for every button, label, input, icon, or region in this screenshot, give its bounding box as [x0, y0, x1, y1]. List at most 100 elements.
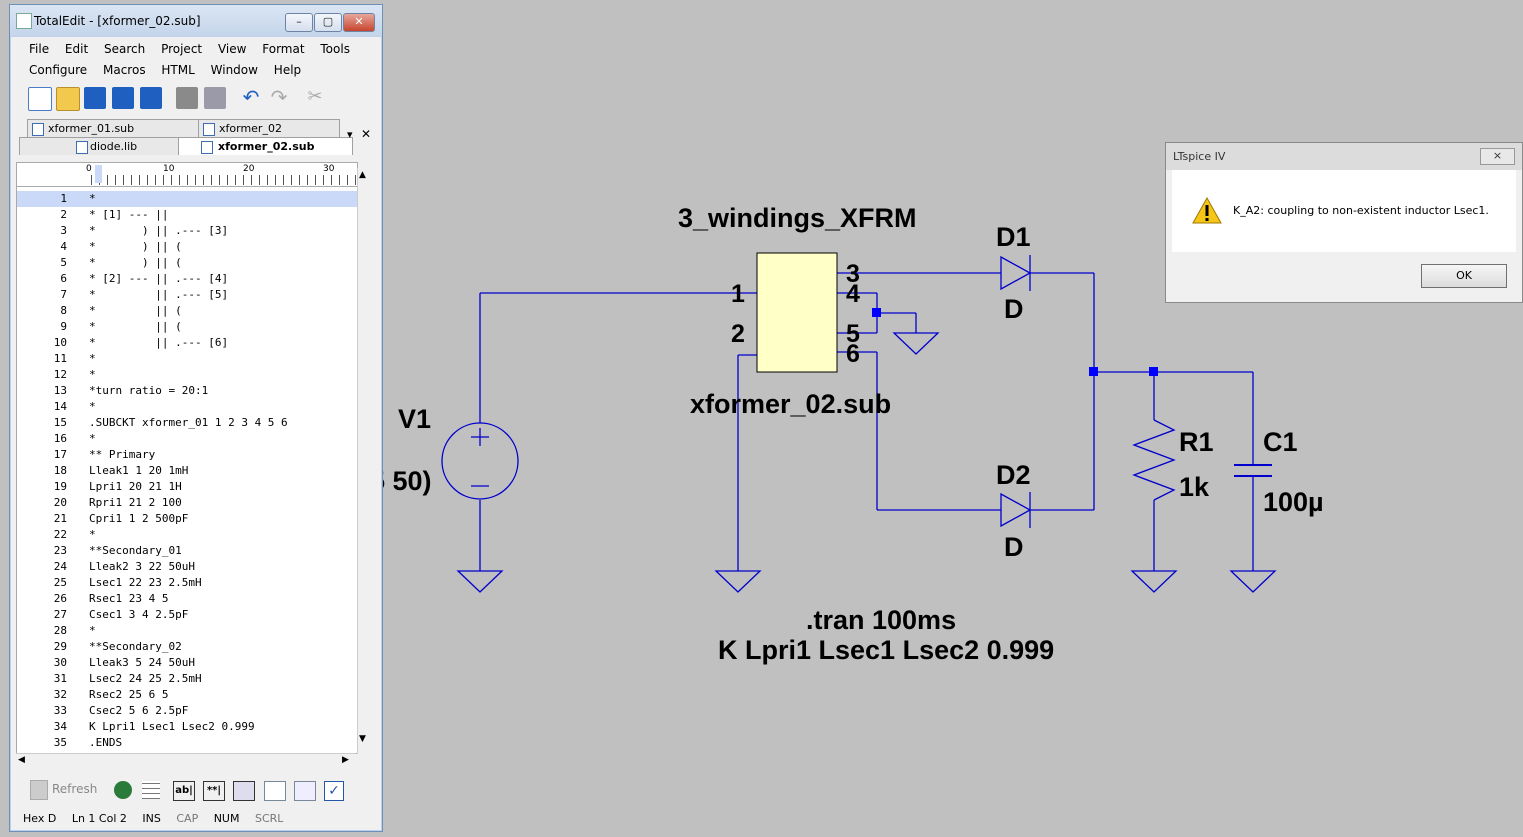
menu-html[interactable]: HTML: [161, 63, 195, 77]
r1-name-label[interactable]: R1: [1179, 427, 1214, 457]
tab-diode-lib[interactable]: diode.lib: [19, 137, 181, 155]
code-line[interactable]: 10* || .--- [6]: [17, 335, 357, 351]
c1-name-label[interactable]: C1: [1263, 427, 1298, 457]
scroll-right-icon[interactable]: ▶: [342, 755, 349, 765]
code-line[interactable]: 35.ENDS: [17, 735, 357, 751]
spice-directive-tran[interactable]: .tran 100ms: [806, 605, 956, 635]
title-bar[interactable]: TotalEdit - [xformer_02.sub] – ▢ ✕: [10, 5, 382, 37]
textarea-icon[interactable]: [233, 781, 255, 801]
print-icon[interactable]: [176, 87, 198, 109]
tab-list-dropdown[interactable]: ▾: [347, 128, 353, 141]
tab-xformer-02-sub[interactable]: xformer_02.sub: [178, 137, 353, 155]
d1-model-label[interactable]: D: [1004, 294, 1024, 324]
code-line[interactable]: 14*: [17, 399, 357, 415]
code-line[interactable]: 9* || (: [17, 319, 357, 335]
ground-symbol[interactable]: [714, 570, 762, 593]
vertical-scrollbar[interactable]: ▲ ▼: [357, 168, 373, 754]
transformer-block[interactable]: [756, 252, 838, 373]
voltage-source-v1[interactable]: [441, 422, 519, 500]
save-as-icon[interactable]: [112, 87, 134, 109]
ground-symbol[interactable]: [1229, 570, 1277, 593]
tab-xformer-02[interactable]: xformer_02: [198, 119, 340, 137]
d1-name-label[interactable]: D1: [996, 222, 1031, 252]
code-line[interactable]: 23**Secondary_01: [17, 543, 357, 559]
menu-project[interactable]: Project: [161, 42, 203, 56]
spice-directive-coupling[interactable]: K Lpri1 Lsec1 Lsec2 0.999: [718, 635, 1054, 665]
code-line[interactable]: 17** Primary: [17, 447, 357, 463]
code-line[interactable]: 16*: [17, 431, 357, 447]
save-icon[interactable]: [84, 87, 106, 109]
new-file-icon[interactable]: [28, 87, 52, 111]
maximize-button[interactable]: ▢: [314, 13, 342, 32]
code-line[interactable]: 28*: [17, 623, 357, 639]
frame-icon[interactable]: [264, 781, 286, 801]
scroll-down-icon[interactable]: ▼: [359, 734, 366, 744]
code-line[interactable]: 13*turn ratio = 20:1: [17, 383, 357, 399]
ground-symbol[interactable]: [892, 332, 940, 355]
code-line[interactable]: 11*: [17, 351, 357, 367]
menu-macros[interactable]: Macros: [103, 63, 146, 77]
redo-icon[interactable]: ↷: [270, 85, 288, 109]
ltspice-error-dialog[interactable]: LTspice IV × K_A2: coupling to non-exist…: [1165, 142, 1523, 303]
c1-value-label[interactable]: 100µ: [1263, 487, 1324, 517]
menu-tools[interactable]: Tools: [320, 42, 350, 56]
code-line[interactable]: 2* [1] --- ||: [17, 207, 357, 223]
ok-button[interactable]: OK: [1421, 264, 1507, 288]
code-line[interactable]: 5* ) || (: [17, 255, 357, 271]
print-preview-icon[interactable]: [204, 87, 226, 109]
totaledit-window[interactable]: TotalEdit - [xformer_02.sub] – ▢ ✕ File …: [9, 4, 383, 832]
code-line[interactable]: 3* ) || .--- [3]: [17, 223, 357, 239]
checkbox-icon[interactable]: ✓: [324, 781, 344, 801]
refresh-button[interactable]: Refresh: [52, 782, 98, 796]
v1-name-label[interactable]: V1: [398, 404, 431, 434]
code-line[interactable]: 7* || .--- [5]: [17, 287, 357, 303]
d2-model-label[interactable]: D: [1004, 532, 1024, 562]
undo-icon[interactable]: ↶: [242, 85, 260, 109]
ground-symbol[interactable]: [1130, 570, 1178, 593]
ground-symbol[interactable]: [456, 570, 504, 593]
menu-edit[interactable]: Edit: [64, 42, 89, 56]
dialog-close-button[interactable]: ×: [1480, 148, 1515, 165]
code-line[interactable]: 8* || (: [17, 303, 357, 319]
horizontal-scrollbar[interactable]: ◀ ▶: [16, 753, 356, 769]
diode-d2[interactable]: [1000, 492, 1032, 528]
save-all-icon[interactable]: [140, 87, 162, 109]
resistor-r1[interactable]: [1132, 419, 1176, 501]
menu-view[interactable]: View: [217, 42, 247, 56]
menu-help[interactable]: Help: [273, 63, 302, 77]
password-field-icon[interactable]: **|: [203, 781, 225, 801]
code-line[interactable]: 15.SUBCKT xformer_01 1 2 3 4 5 6: [17, 415, 357, 431]
code-line[interactable]: 4* ) || (: [17, 239, 357, 255]
cut-icon[interactable]: ✂: [307, 86, 323, 107]
code-line[interactable]: 1*: [17, 191, 357, 207]
close-button[interactable]: ✕: [343, 13, 375, 32]
code-line[interactable]: 22*: [17, 527, 357, 543]
code-line[interactable]: 6* [2] --- || .--- [4]: [17, 271, 357, 287]
scroll-up-icon[interactable]: ▲: [359, 170, 366, 180]
code-line[interactable]: 12*: [17, 367, 357, 383]
menu-file[interactable]: File: [29, 42, 50, 56]
refresh-icon[interactable]: [30, 780, 48, 800]
code-editor[interactable]: 1*2* [1] --- ||3* ) || .--- [3]4* ) || (…: [16, 186, 358, 754]
diode-d1[interactable]: [1000, 255, 1032, 291]
menu-format[interactable]: Format: [262, 42, 305, 56]
text-field-icon[interactable]: ab|: [173, 781, 195, 801]
table-icon[interactable]: [142, 781, 160, 799]
capacitor-c1[interactable]: [1234, 464, 1272, 477]
menu-window[interactable]: Window: [210, 63, 258, 77]
d2-name-label[interactable]: D2: [996, 460, 1031, 490]
